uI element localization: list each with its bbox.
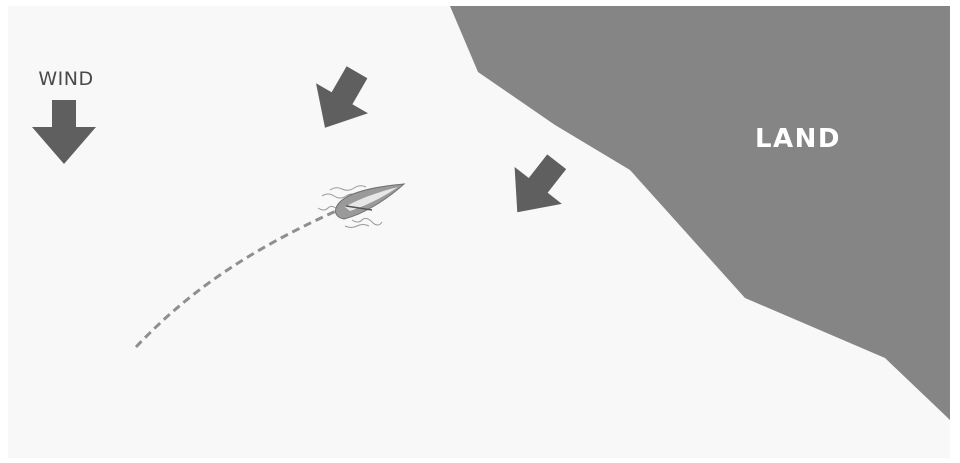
boat-track: [134, 209, 337, 349]
arrow-down-left-icon: [316, 66, 368, 128]
arrow-down-icon: [32, 100, 96, 164]
sailboat-icon: [317, 183, 406, 228]
land-mass: [450, 6, 950, 420]
land-label: LAND: [755, 124, 841, 154]
wind-label: WIND: [38, 68, 93, 90]
arrow-down-left-icon: [514, 154, 567, 213]
